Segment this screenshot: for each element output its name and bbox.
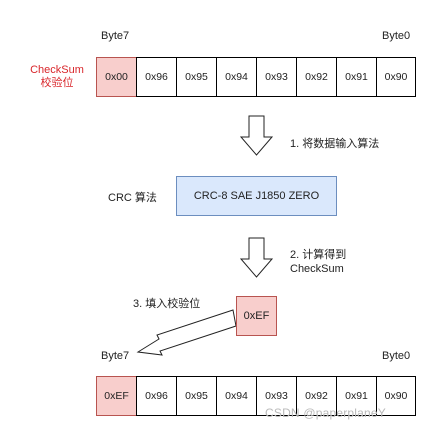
bottom-cell-byte0: 0x90 bbox=[376, 376, 416, 416]
top-cell-byte5: 0x95 bbox=[176, 57, 216, 97]
bottom-cell-byte4: 0x94 bbox=[216, 376, 256, 416]
top-byte0-label: Byte0 bbox=[382, 30, 411, 42]
bottom-cell-byte5: 0x95 bbox=[176, 376, 216, 416]
top-cell-byte2: 0x92 bbox=[296, 57, 336, 97]
bottom-cell-byte3: 0x93 bbox=[256, 376, 296, 416]
top-cell-byte3: 0x93 bbox=[256, 57, 296, 97]
top-cell-byte6: 0x96 bbox=[136, 57, 176, 97]
step3-label: 3. 填入校验位 bbox=[133, 298, 201, 310]
bottom-cell-byte1: 0x91 bbox=[336, 376, 376, 416]
top-cell-byte4: 0x94 bbox=[216, 57, 256, 97]
step1-label: 1. 将数据输入算法 bbox=[290, 138, 380, 150]
top-cell-byte7: 0x00 bbox=[96, 57, 136, 97]
diagonal-arrow-icon bbox=[136, 309, 237, 356]
top-cell-byte1: 0x91 bbox=[336, 57, 376, 97]
down-arrow-2-icon bbox=[239, 237, 274, 278]
down-arrow-1-icon bbox=[239, 115, 274, 156]
bottom-byte7-label: Byte7 bbox=[101, 350, 130, 362]
step2-line1: 2. 计算得到 bbox=[290, 249, 347, 261]
bottom-cell-byte2: 0x92 bbox=[296, 376, 336, 416]
computed-checksum-box: 0xEF bbox=[236, 296, 277, 336]
bottom-byte-row: 0xEF 0x96 0x95 0x94 0x93 0x92 0x91 0x90 bbox=[96, 376, 416, 416]
crc-algorithm-box: CRC-8 SAE J1850 ZERO bbox=[176, 176, 337, 216]
checksum-label-group: CheckSum 校验位 bbox=[22, 64, 92, 90]
watermark-text: CSDN @paperplaneY bbox=[265, 406, 386, 420]
bottom-cell-byte7: 0xEF bbox=[96, 376, 136, 416]
bottom-byte0-label: Byte0 bbox=[382, 350, 411, 362]
top-byte-row: 0x00 0x96 0x95 0x94 0x93 0x92 0x91 0x90 bbox=[96, 57, 416, 97]
top-cell-byte0: 0x90 bbox=[376, 57, 416, 97]
crc-label: CRC 算法 bbox=[108, 192, 157, 204]
step2-label-group: 2. 计算得到 CheckSum bbox=[290, 248, 346, 276]
step2-line2: CheckSum bbox=[290, 263, 344, 275]
checksum-label: CheckSum bbox=[30, 64, 84, 76]
checksum-sub-label: 校验位 bbox=[40, 77, 74, 89]
top-byte7-label: Byte7 bbox=[101, 30, 130, 42]
bottom-cell-byte6: 0x96 bbox=[136, 376, 176, 416]
